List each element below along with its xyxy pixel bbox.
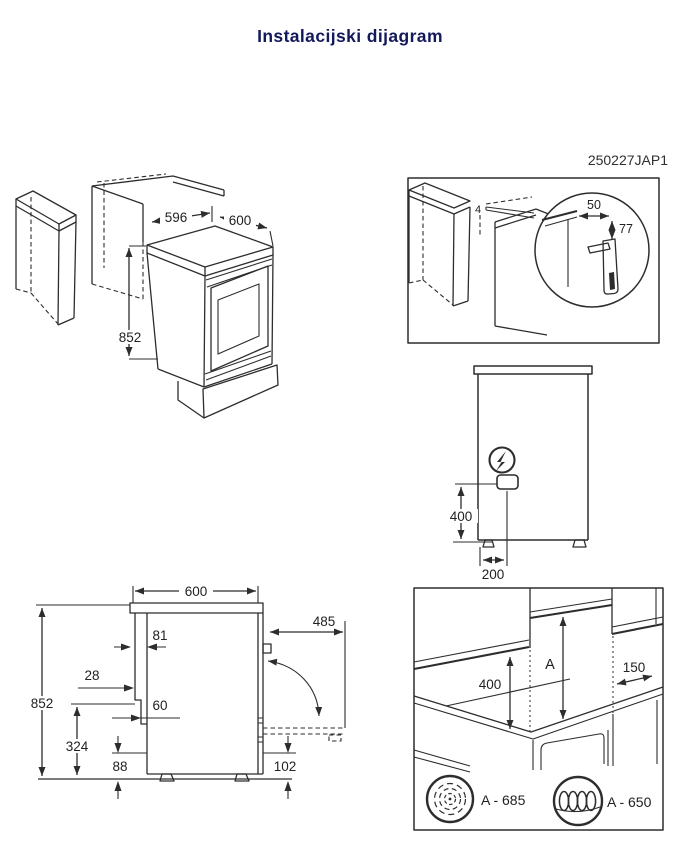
- coil-icon: [552, 775, 604, 827]
- dim-label-lower-height: 324: [66, 739, 89, 754]
- page-title: Instalacijski dijagram: [257, 26, 443, 46]
- figure-overview: 596 600 852: [15, 173, 279, 419]
- drawing-code: 250227JAP1: [588, 152, 668, 168]
- dim-label-depth: 600: [229, 213, 252, 228]
- dim-label-side-depth: 600: [185, 584, 208, 599]
- lightning-icon: [496, 451, 506, 471]
- dim-label-spacer-lower: 60: [152, 698, 167, 713]
- dim-label-bracket-drop: 77: [619, 222, 633, 236]
- figure-clearances: 400 A 150 A - 685: [413, 587, 664, 831]
- dim-label-spacer-upper: 28: [84, 668, 99, 683]
- dim-label-socket-height: 400: [450, 509, 473, 524]
- dim-label-plinth-back: 88: [112, 759, 127, 774]
- legend-coil-label: A - 650: [607, 794, 652, 810]
- legend-hood-label: A - 685: [481, 792, 526, 808]
- dim-label-height: 852: [119, 330, 142, 345]
- terminal-box: [496, 474, 519, 490]
- figure-bracket-detail: 250227JAP1 4 50 77: [407, 152, 668, 344]
- dim-label-back-gap: 81: [152, 628, 167, 643]
- oven-front-outline: [540, 733, 605, 770]
- dim-label-bracket-inset: 50: [587, 198, 601, 212]
- dim-label-hood-height: A: [545, 657, 555, 673]
- electrical-connection-icon: [488, 446, 516, 474]
- figure-side-view: 600 852 81 28 60: [25, 584, 346, 799]
- dim-label-gap: 4: [475, 204, 481, 216]
- dim-label-side-height: 852: [31, 696, 54, 711]
- dim-label-gap-width: 596: [165, 210, 188, 225]
- dim-label-side-gap: 150: [623, 660, 646, 675]
- door-swing-arc: [267, 658, 323, 717]
- dim-label-cabinet-height: 400: [479, 677, 502, 692]
- figure-rear-view: 400 200: [444, 365, 593, 582]
- oven-door-frame: [210, 265, 269, 372]
- dim-label-plinth-front: 102: [274, 759, 297, 774]
- anti-tilt-bracket-icon: [587, 238, 619, 295]
- door-handle: [262, 643, 272, 654]
- detail-magnifier-circle: [534, 192, 650, 308]
- dim-label-socket-offset: 200: [482, 567, 505, 582]
- fan-icon: [425, 774, 475, 824]
- dim-label-door-open: 485: [313, 614, 336, 629]
